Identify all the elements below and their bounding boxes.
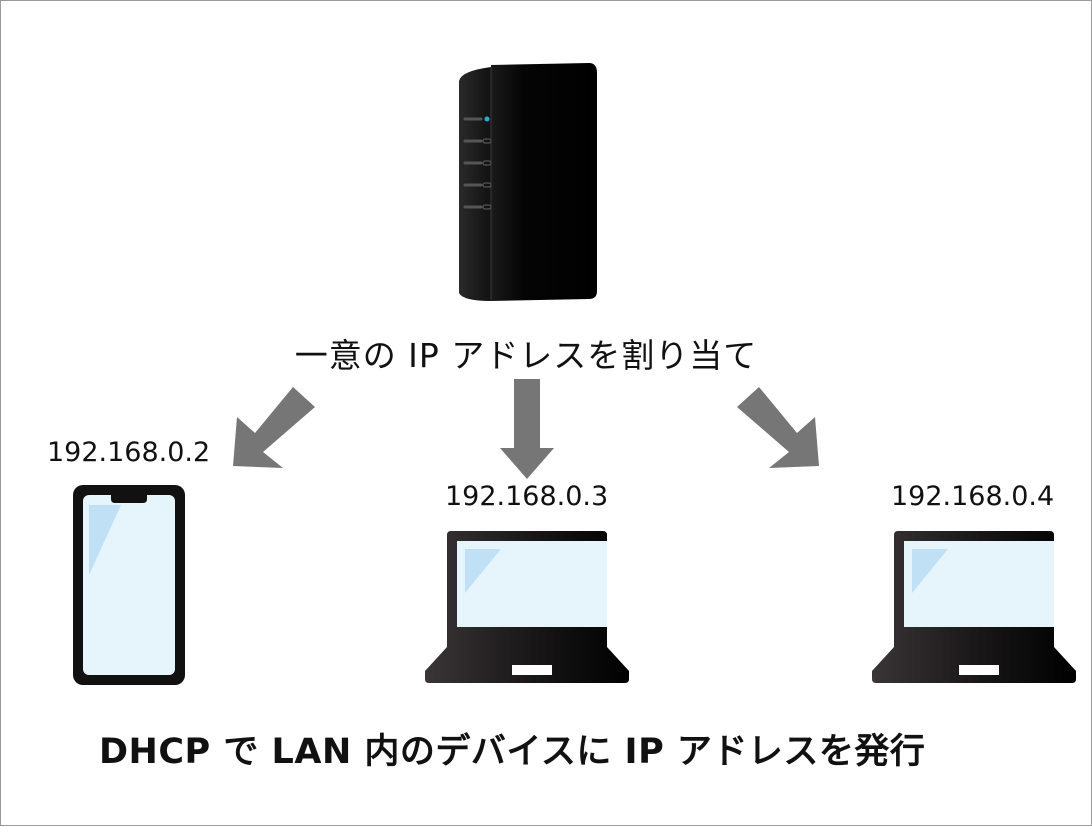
diagram-caption: DHCP で LAN 内のデバイスに IP アドレスを発行 xyxy=(99,732,926,772)
arrow-left xyxy=(233,387,315,468)
arrow-down xyxy=(500,379,554,479)
smartphone-icon xyxy=(73,485,185,685)
router-label: 一意の IP アドレスを割り当て xyxy=(294,336,758,375)
router-icon xyxy=(459,63,597,301)
laptop-icon xyxy=(425,531,629,683)
laptop-icon xyxy=(872,531,1076,683)
ip-label-laptop-2: 192.168.0.4 xyxy=(891,481,1055,512)
ip-label-phone: 192.168.0.2 xyxy=(47,437,211,468)
ip-label-laptop-1: 192.168.0.3 xyxy=(445,481,609,512)
arrow-right xyxy=(737,387,819,468)
